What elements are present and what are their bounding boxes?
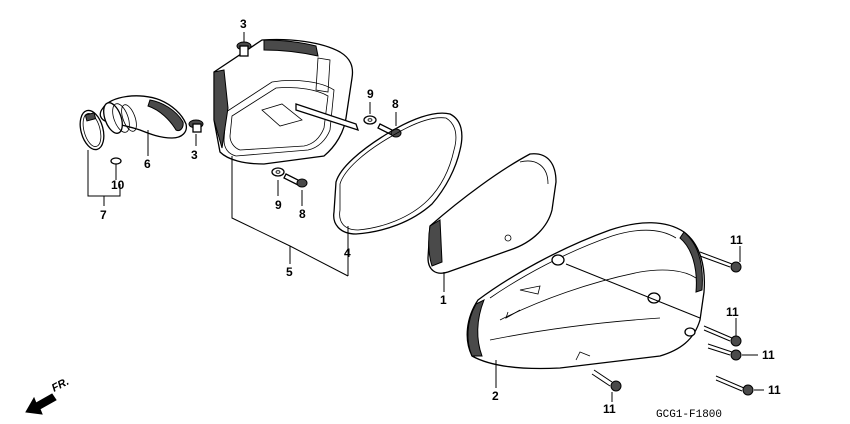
label-part-7: 7	[100, 208, 107, 222]
label-part-11-a: 11	[730, 233, 743, 247]
gasket-part-4	[333, 112, 463, 235]
bolt-part-3-left	[188, 119, 204, 133]
label-part-11-e: 11	[603, 402, 616, 416]
screw-part-11-c	[707, 343, 742, 361]
screw-part-10	[110, 157, 122, 170]
label-part-1: 1	[440, 293, 447, 307]
label-part-3-left: 3	[191, 148, 198, 162]
label-part-11-c: 11	[762, 348, 775, 362]
bolt-part-8-lower	[283, 173, 308, 188]
bolt-part-8-upper	[377, 123, 402, 138]
washer-part-9-lower	[271, 167, 285, 177]
outer-cover-part-2	[466, 222, 706, 370]
diagram-code: GCG1-F1800	[656, 409, 722, 421]
label-part-2: 2	[492, 389, 499, 403]
tube-clamp-part-7	[79, 109, 105, 151]
label-part-9-upper: 9	[367, 87, 374, 101]
label-part-8-upper: 8	[392, 97, 399, 111]
label-part-11-d: 11	[768, 383, 781, 397]
screw-part-11-b	[703, 325, 742, 347]
label-part-6: 6	[144, 157, 151, 171]
label-part-9-lower: 9	[275, 198, 282, 212]
label-part-10: 10	[111, 178, 125, 192]
label-part-3-top: 3	[240, 17, 247, 31]
front-direction-arrow-icon: FR.	[25, 376, 71, 415]
intake-tube-part-6	[99, 95, 188, 139]
label-part-5: 5	[286, 265, 293, 279]
label-part-11-b: 11	[726, 305, 739, 319]
front-direction-label: FR.	[50, 376, 71, 395]
label-part-8-lower: 8	[299, 207, 306, 221]
screw-part-11-d	[715, 375, 754, 396]
screw-part-11-e	[591, 369, 622, 392]
label-part-4: 4	[344, 246, 351, 260]
leader-lines	[87, 32, 764, 402]
element-cover-part-1	[427, 153, 557, 274]
screw-part-11-a	[699, 251, 742, 273]
air-cleaner-case-part-5	[213, 38, 360, 165]
washer-part-9-upper	[363, 115, 377, 125]
